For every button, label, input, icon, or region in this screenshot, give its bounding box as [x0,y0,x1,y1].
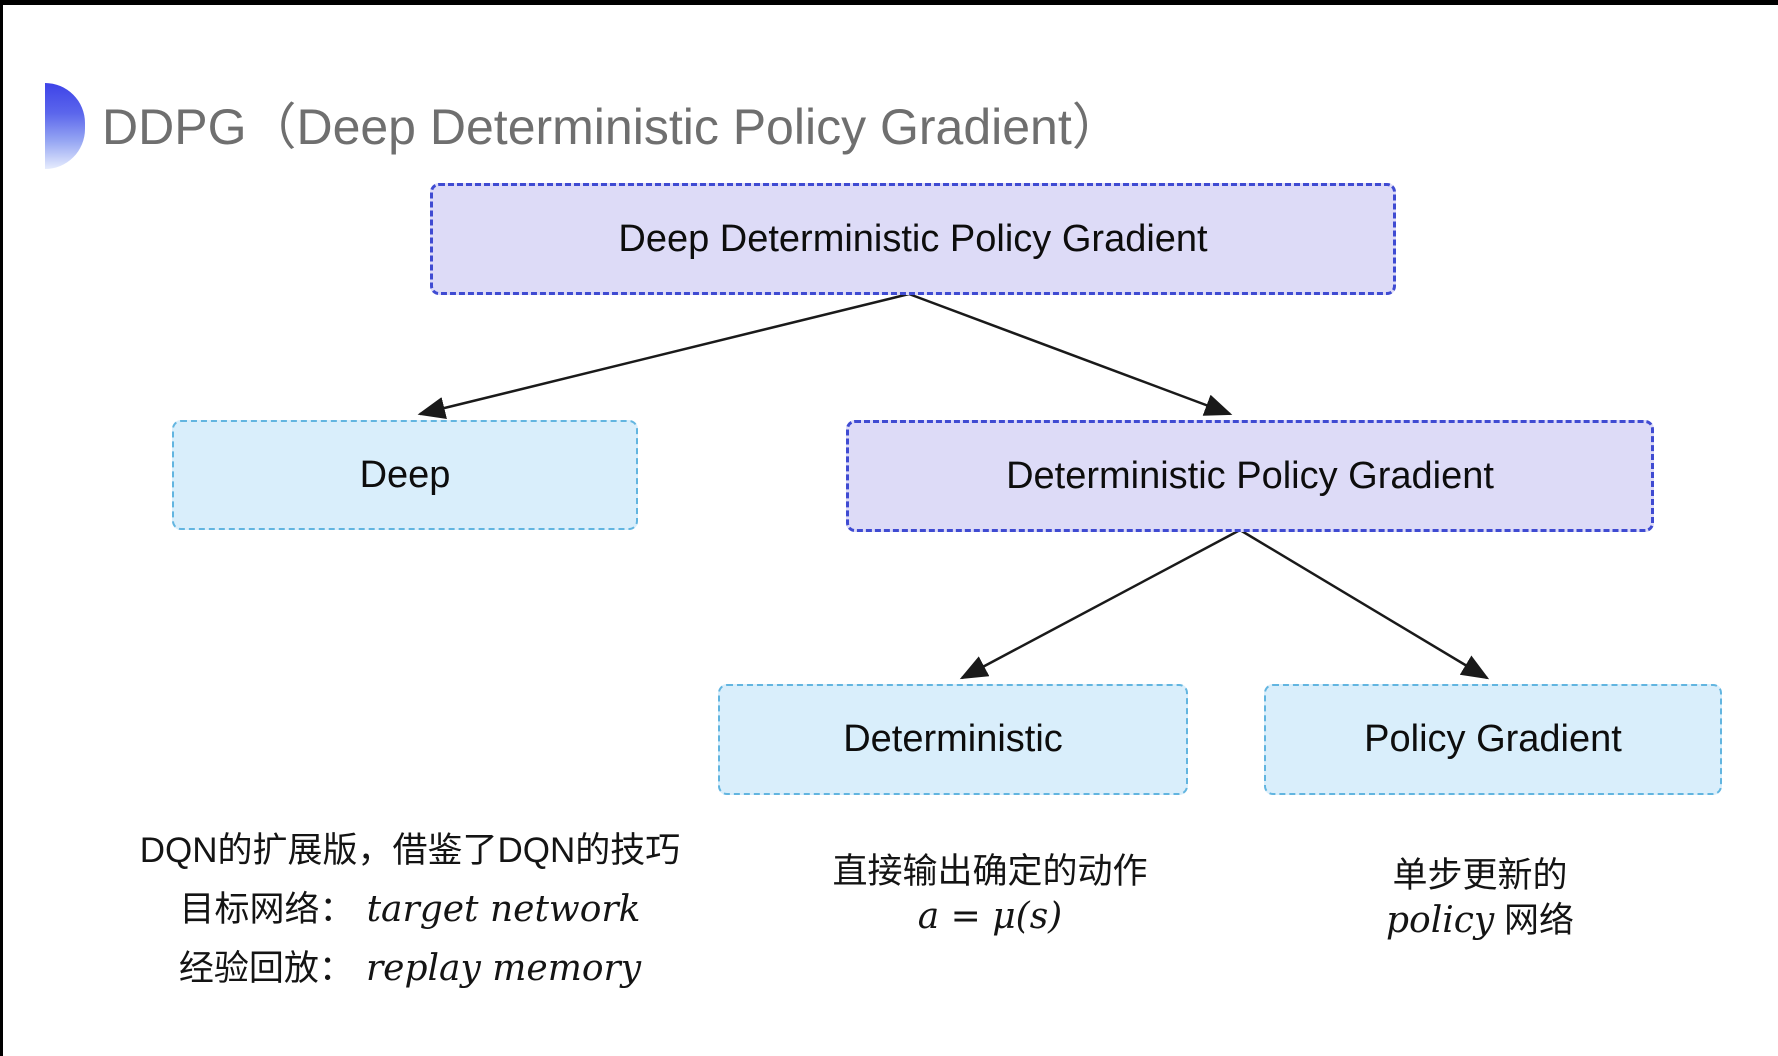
arrow-dpg-to-det [959,528,1241,680]
note-policy-gradient-line1: 单步更新的 [1392,856,1568,895]
formula-text: a = μ(s) [917,896,1063,937]
page-title: DDPG（Deep Deterministic Policy Gradient） [102,99,1122,155]
tree-node-deterministic-label: Deterministic [843,718,1063,760]
tree-node-policy-gradient-label: Policy Gradient [1364,718,1622,760]
note-deep-line2-cjk: 目标网络： [179,890,355,929]
tree-node-root: Deep Deterministic Policy Gradient [430,183,1396,295]
note-pg-line2-term: policy [1386,900,1495,941]
note-deep-line3: 经验回放： replay memory [110,949,710,989]
note-deep-line3-term: replay memory [365,948,642,989]
note-deep-line2: 目标网络： target network [110,890,710,930]
note-deep-line1: DQN的扩展版，借鉴了DQN的技巧 [139,831,681,870]
tree-node-deep: Deep [172,420,638,530]
tree-node-deep-label: Deep [359,453,451,496]
note-policy-gradient: 单步更新的 policy 网络 [1280,855,1680,945]
tree-node-dpg-label: Deterministic Policy Gradient [1006,454,1494,497]
arrow-dpg-to-pg [1239,528,1490,680]
note-deep-line2-term: target network [366,889,641,930]
left-edge-bar [0,0,3,1056]
tree-node-root-label: Deep Deterministic Policy Gradient [618,217,1208,260]
tree-node-policy-gradient: Policy Gradient [1264,684,1722,795]
arrow-root-to-deep [417,292,910,419]
tree-node-deterministic-policy-gradient: Deterministic Policy Gradient [846,420,1654,532]
note-deep: DQN的扩展版，借鉴了DQN的技巧 目标网络： target network 经验… [110,831,710,1008]
tree-node-deterministic: Deterministic [718,684,1188,795]
arrow-root-to-dpg [908,292,1233,416]
note-pg-line2-cjk: 网络 [1494,901,1574,940]
note-deep-line3-cjk: 经验回放： [178,949,354,988]
note-deterministic-line1: 直接输出确定的动作 [832,852,1148,891]
note-deterministic: 直接输出确定的动作 a = μ(s) [740,851,1240,941]
top-edge-bar [0,0,1778,5]
note-policy-gradient-line2: policy 网络 [1280,900,1680,942]
note-deterministic-formula: a = μ(s) [740,896,1240,938]
